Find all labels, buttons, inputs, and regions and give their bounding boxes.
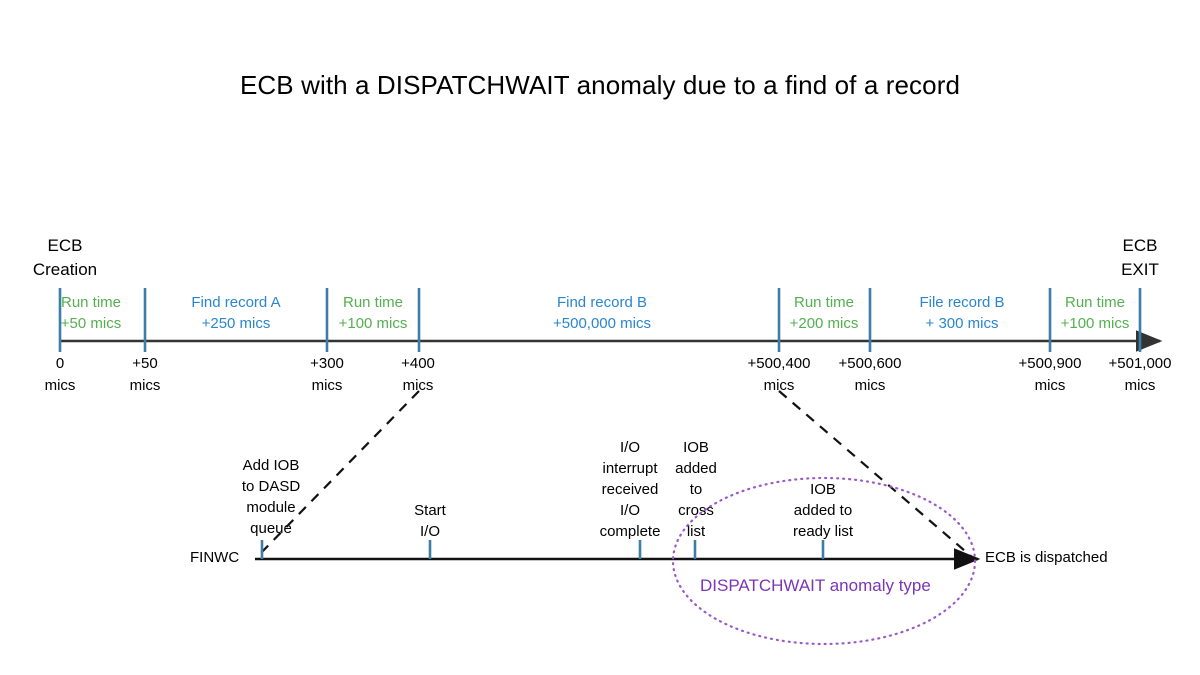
tick-label-3: +400 mics — [401, 355, 435, 394]
ecb-creation-label: ECB Creation — [10, 234, 120, 282]
finwc-label: FINWC — [190, 549, 240, 566]
dispatchwait-anomaly-label: DISPATCHWAIT anomaly type — [700, 576, 931, 595]
segment-caption-3: Find record B +500,000 mics — [553, 294, 651, 332]
ecb-dispatched-label: ECB is dispatched — [985, 549, 1108, 566]
ecb-creation-line1: ECB — [47, 236, 83, 255]
segment-caption-5: File record B + 300 mics — [919, 294, 1005, 332]
segment-caption-1: Find record A +250 mics — [191, 294, 281, 332]
anomaly-highlight-ellipse — [671, 476, 977, 646]
event-caption-4: IOB added to ready list — [792, 481, 854, 540]
tick-label-4: +500,400 mics — [747, 355, 811, 394]
event-caption-2: I/O interrupt received I/O complete — [599, 439, 661, 540]
ecb-exit-label: ECB EXIT — [1098, 234, 1182, 282]
ecb-exit-line1: ECB — [1122, 236, 1158, 255]
tick-label-7: +501,000 mics — [1108, 355, 1172, 394]
tick-label-0: 0 mics — [44, 355, 76, 394]
event-caption-0: Add IOB to DASD module queue — [241, 457, 301, 537]
page-title: ECB with a DISPATCHWAIT anomaly due to a… — [239, 70, 961, 100]
connector-left-dashed — [257, 390, 420, 557]
tick-label-5: +500,600 mics — [838, 355, 902, 394]
segment-caption-6: Run time +100 mics — [1060, 294, 1130, 332]
ecb-exit-line2: EXIT — [1121, 260, 1159, 279]
tick-label-6: +500,900 mics — [1018, 355, 1082, 394]
tick-label-2: +300 mics — [310, 355, 344, 394]
tick-label-1: +50 mics — [129, 355, 161, 394]
connector-right-dashed — [778, 390, 973, 558]
ecb-creation-line2: Creation — [32, 260, 98, 279]
segment-caption-0: Run time +50 mics — [60, 294, 122, 332]
segment-caption-4: Run time +200 mics — [789, 294, 859, 332]
segment-caption-2: Run time +100 mics — [338, 294, 408, 332]
event-caption-3: IOB added to cross list — [675, 439, 717, 540]
event-caption-1: Start I/O — [414, 502, 446, 540]
